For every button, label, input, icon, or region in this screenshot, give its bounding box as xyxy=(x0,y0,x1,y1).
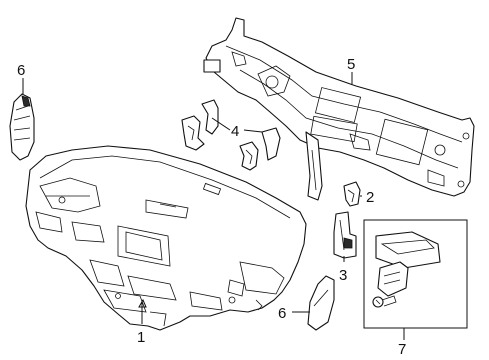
callout-6-upper: 6 xyxy=(17,62,25,79)
callout-4: 4 xyxy=(231,123,239,140)
airbag-module-box xyxy=(363,219,468,329)
callout-1: 1 xyxy=(137,329,145,346)
bracket-4-left xyxy=(181,99,219,151)
leader-4a xyxy=(243,129,263,133)
side-cover-upper xyxy=(9,93,35,161)
callout-7: 7 xyxy=(398,341,406,358)
bracket-3 xyxy=(333,211,357,259)
bracket-4-right xyxy=(239,127,281,171)
reinforcement-beam xyxy=(203,17,475,201)
leader-1-arrow xyxy=(138,298,147,308)
leader-4b xyxy=(211,117,231,131)
clip-2 xyxy=(343,181,361,207)
side-cover-lower xyxy=(307,275,335,331)
callout-2: 2 xyxy=(366,189,374,206)
callout-6-lower: 6 xyxy=(278,305,286,322)
callout-5: 5 xyxy=(347,56,355,73)
instrument-panel xyxy=(25,145,307,331)
callout-3: 3 xyxy=(339,267,347,284)
